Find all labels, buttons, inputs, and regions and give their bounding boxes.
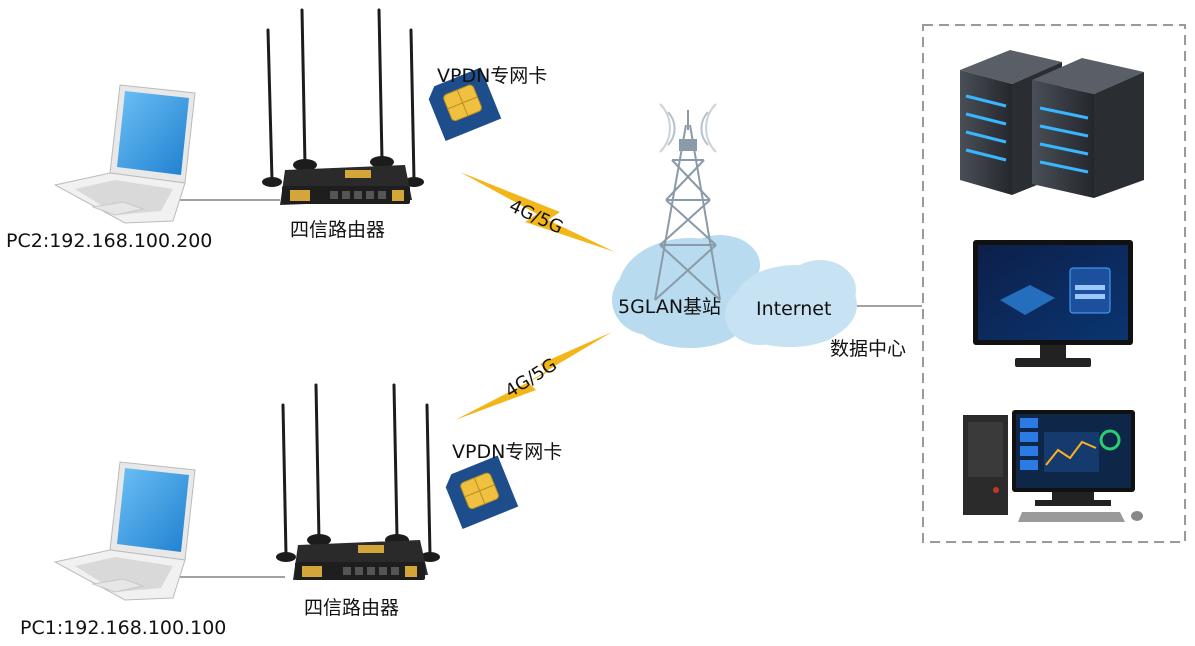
bolt-top-icon [460, 172, 615, 252]
bolt-bottom-icon [455, 332, 612, 420]
sim-bottom-label: VPDN专网卡 [452, 441, 562, 463]
internet-label: Internet [756, 298, 831, 320]
router-bottom-icon [276, 383, 440, 580]
sim-card-top-icon [428, 67, 502, 141]
pc2-label: PC2:192.168.100.200 [6, 230, 212, 252]
router-top-label: 四信路由器 [290, 219, 385, 241]
pc1-label: PC1:192.168.100.100 [20, 617, 226, 639]
laptop-pc1-icon [53, 461, 196, 601]
datacenter-box [922, 24, 1186, 543]
base-station-label: 5GLAN基站 [618, 296, 721, 318]
link-top-label: 4G/5G [506, 195, 566, 238]
server-rack-icon [960, 50, 1144, 198]
desktop-pc-icon [963, 410, 1143, 522]
laptop-pc2-icon [53, 84, 196, 224]
datacenter-label: 数据中心 [830, 338, 906, 360]
cloud-internet-icon [725, 260, 857, 347]
monitor-icon [973, 240, 1133, 367]
tower-icon [654, 103, 721, 301]
link-bottom-label: 4G/5G [502, 354, 561, 402]
sim-card-bottom-icon [445, 455, 519, 529]
router-top-icon [262, 8, 424, 205]
router-bottom-label: 四信路由器 [304, 597, 399, 619]
sim-top-label: VPDN专网卡 [437, 65, 547, 87]
